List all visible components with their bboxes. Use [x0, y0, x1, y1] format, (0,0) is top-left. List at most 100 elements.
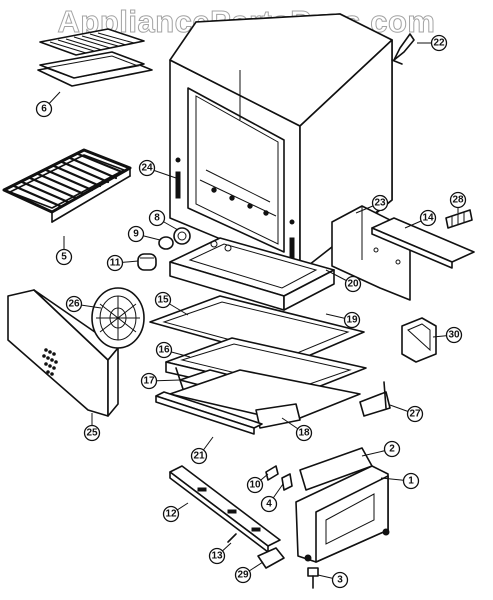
callout-label-17: 17	[143, 376, 155, 387]
callout-circle-24	[138, 159, 156, 177]
callout-23: 23	[355, 194, 389, 214]
callout-17: 17	[140, 372, 181, 390]
callout-circle-14	[419, 209, 437, 227]
callout-label-11: 11	[110, 258, 121, 269]
callout-label-5: 5	[61, 252, 67, 263]
convection-fan	[91, 287, 145, 349]
clip-4	[281, 473, 293, 491]
callout-1: 1	[380, 472, 420, 490]
callout-28: 28	[449, 191, 467, 213]
callout-circle-23	[371, 194, 389, 212]
callout-13: 13	[208, 542, 232, 565]
drawer-rail	[169, 465, 281, 553]
callout-19: 19	[325, 311, 361, 329]
callout-label-18: 18	[298, 428, 310, 439]
storage-drawer	[295, 447, 390, 563]
callout-circle-10	[246, 476, 264, 494]
callout-circle-20	[344, 275, 362, 293]
bolt-13	[227, 533, 237, 543]
bracket-29	[257, 547, 285, 569]
callout-24: 24	[138, 159, 177, 179]
callout-label-3: 3	[337, 575, 343, 586]
oven-rack	[2, 148, 132, 223]
callout-25: 25	[83, 413, 101, 442]
callout-circle-9	[127, 225, 145, 243]
trim-strip	[155, 391, 263, 435]
callout-11: 11	[106, 254, 139, 272]
callout-18: 18	[281, 417, 313, 442]
callout-circle-28	[449, 191, 467, 209]
lamp-assembly	[137, 227, 191, 271]
callout-label-28: 28	[452, 195, 464, 206]
callout-circle-22	[430, 34, 448, 52]
callout-circle-12	[162, 505, 180, 523]
callout-circle-3	[331, 571, 349, 589]
screw-part	[307, 567, 319, 589]
clip-part	[391, 33, 415, 65]
callout-circle-26	[65, 295, 83, 313]
callout-circle-1	[402, 472, 420, 490]
bracket-box	[401, 317, 437, 363]
callout-label-19: 19	[346, 315, 358, 326]
callout-circle-30	[445, 326, 463, 344]
callout-circle-4	[260, 495, 278, 513]
callout-6: 6	[35, 91, 61, 118]
callout-circle-27	[406, 405, 424, 423]
callout-circle-13	[208, 547, 226, 565]
callout-label-29: 29	[237, 570, 249, 581]
callout-label-4: 4	[266, 499, 272, 510]
callout-12: 12	[162, 502, 189, 523]
callout-16: 16	[155, 341, 191, 359]
callout-circle-15	[154, 291, 172, 309]
clip-10	[265, 465, 279, 481]
callout-label-9: 9	[133, 229, 139, 240]
callout-circle-8	[148, 209, 166, 227]
callout-10: 10	[246, 473, 269, 494]
callout-circle-16	[155, 341, 173, 359]
callout-30: 30	[432, 326, 463, 344]
callout-3: 3	[317, 571, 349, 589]
callout-14: 14	[404, 209, 437, 229]
callout-label-12: 12	[165, 509, 177, 520]
callout-27: 27	[389, 404, 424, 423]
callout-circle-17	[140, 372, 158, 390]
callout-15: 15	[154, 291, 189, 316]
callout-4: 4	[260, 483, 284, 513]
callout-label-25: 25	[86, 428, 98, 439]
callout-label-6: 6	[41, 104, 47, 115]
callout-label-24: 24	[141, 163, 153, 174]
callout-21: 21	[190, 436, 214, 465]
callout-label-13: 13	[211, 551, 223, 562]
callout-26: 26	[65, 295, 102, 313]
callout-circle-21	[190, 447, 208, 465]
callout-5: 5	[55, 236, 73, 266]
callout-2: 2	[361, 440, 401, 458]
callouts: 1234568910111213141516171819202122232425…	[35, 34, 467, 589]
callout-label-21: 21	[193, 451, 205, 462]
callout-circle-6	[35, 100, 53, 118]
callout-label-27: 27	[409, 409, 421, 420]
callout-label-15: 15	[157, 295, 169, 306]
callout-label-26: 26	[68, 299, 80, 310]
callout-circle-11	[106, 254, 124, 272]
callout-label-20: 20	[347, 279, 359, 290]
callout-29: 29	[234, 561, 264, 584]
callout-circle-2	[383, 440, 401, 458]
callout-label-16: 16	[158, 345, 170, 356]
callout-circle-19	[343, 311, 361, 329]
callout-circle-25	[83, 424, 101, 442]
callout-8: 8	[148, 209, 179, 231]
callout-20: 20	[325, 269, 362, 293]
callout-circle-29	[234, 566, 252, 584]
callout-9: 9	[127, 225, 161, 243]
callout-circle-5	[55, 248, 73, 266]
broiler-pan	[37, 28, 153, 87]
callout-label-22: 22	[433, 38, 445, 49]
callout-label-10: 10	[249, 480, 261, 491]
oven-bottom	[169, 237, 335, 311]
callout-label-23: 23	[374, 198, 386, 209]
callout-circle-18	[295, 424, 313, 442]
rail	[371, 209, 475, 269]
callout-label-30: 30	[448, 330, 460, 341]
callout-label-1: 1	[408, 476, 414, 487]
